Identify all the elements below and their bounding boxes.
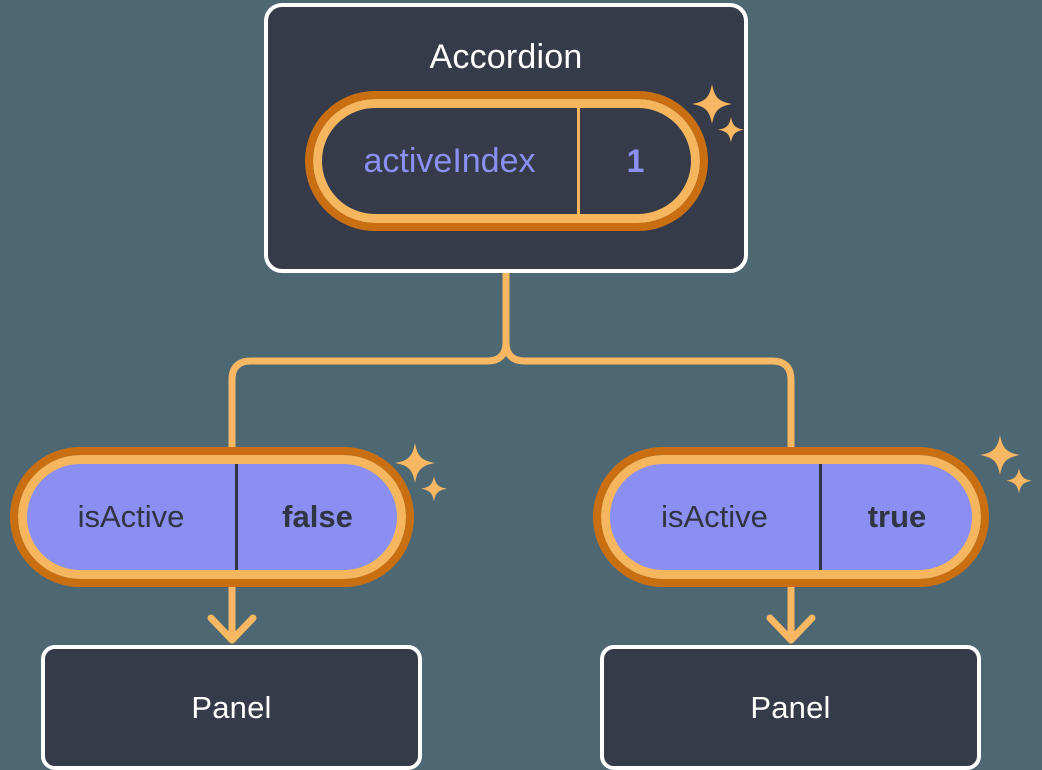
state-pill-isactive-false[interactable]: isActive false [10,447,414,587]
arrow-down-icon [207,614,257,644]
sparkle-four-point-small-icon [1006,468,1032,494]
sparkle-four-point-icon [395,443,435,483]
sparkle-group-right [980,435,1032,494]
state-pill-isactive-true[interactable]: isActive true [593,447,989,587]
state-key-label: activeIndex [322,108,580,214]
arrow-down-icon [766,614,816,644]
state-key-label: isActive [610,464,822,570]
component-title: Panel [750,689,831,725]
sparkle-four-point-icon [980,435,1020,475]
state-key-label: isActive [27,464,238,570]
branch-connector-icon [228,269,510,459]
sparkle-four-point-small-icon [421,476,447,502]
component-node-panel-right[interactable]: Panel [600,645,981,770]
state-pill-activeindex[interactable]: activeIndex 1 [305,91,708,231]
component-node-panel-left[interactable]: Panel [41,645,422,770]
state-value-label: false [282,499,353,534]
component-title: Accordion [429,38,583,76]
state-value-label: true [867,499,927,534]
state-value-label: 1 [626,142,645,179]
component-title: Panel [191,689,272,725]
branch-connector-icon [502,338,795,459]
